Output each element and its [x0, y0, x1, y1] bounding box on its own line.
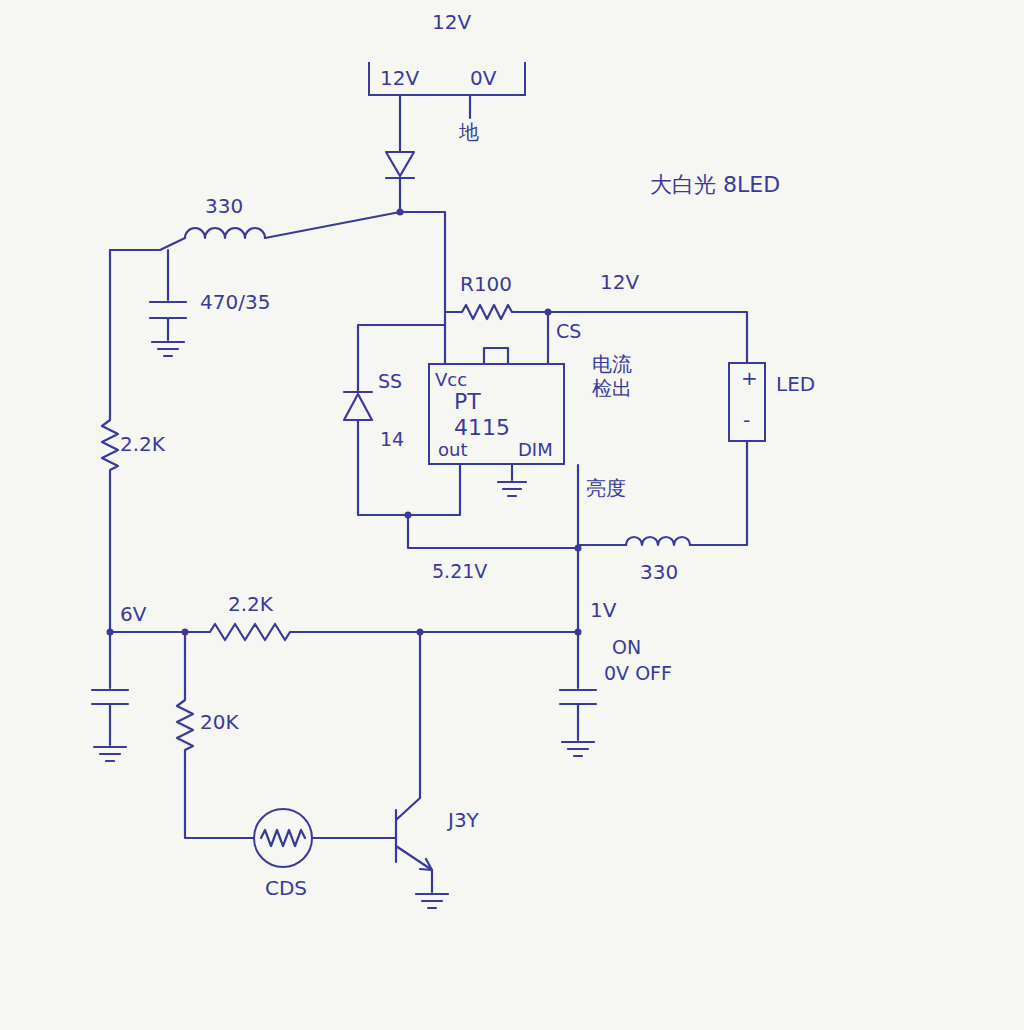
wire	[548, 312, 747, 363]
circuit-label: 2.2K	[120, 432, 165, 456]
wire	[577, 465, 579, 688]
transistor-arrow	[420, 859, 432, 870]
circuit-label: 地	[459, 120, 479, 144]
circuit-label: 5.21V	[432, 560, 487, 583]
diagram-title: 大白光 8LED	[650, 172, 780, 198]
pin-label: Vcc	[435, 369, 467, 391]
connector-box: 12V12V0V	[368, 62, 526, 96]
circuit-label: ON	[612, 636, 641, 659]
diode-symbol	[386, 152, 414, 212]
component-label: LED	[776, 372, 815, 396]
wire	[313, 837, 396, 839]
junction-dot	[417, 629, 424, 636]
photoresistor-zigzag	[261, 830, 305, 846]
wire	[358, 325, 460, 515]
wire	[110, 238, 185, 250]
wire	[265, 212, 400, 238]
capacitor-symbol	[92, 632, 128, 745]
chip-box: VccPT 4115out DIM	[428, 363, 565, 465]
ground-symbol	[562, 742, 594, 756]
ground-symbol	[152, 342, 184, 356]
inductor-symbol	[626, 537, 690, 545]
circuit-label: 0V OFF	[604, 662, 672, 685]
diode-symbol	[344, 392, 372, 420]
inductor-symbol	[185, 228, 265, 238]
circuit-label: 470/35	[200, 290, 270, 314]
wire	[408, 515, 578, 548]
wire	[469, 96, 471, 118]
resistor-symbol	[177, 632, 253, 838]
wire	[578, 544, 626, 546]
wire	[400, 212, 445, 363]
circuit-label: 2.2K	[228, 592, 273, 616]
resistor-symbol	[102, 250, 118, 632]
junction-dot	[182, 629, 189, 636]
transistor-symbol	[396, 632, 432, 892]
capacitor-symbol	[150, 250, 186, 340]
junction-dot	[405, 512, 412, 519]
wire	[511, 465, 513, 480]
wire	[399, 96, 401, 152]
chip-name: PT 4115	[454, 389, 514, 442]
wire	[690, 442, 747, 545]
circuit-label: 1V	[590, 598, 616, 622]
resistor-symbol	[110, 624, 578, 640]
circuit-label: 6V	[120, 602, 146, 626]
pin-label: DIM	[518, 439, 553, 461]
junction-dot	[397, 209, 404, 216]
polarity-mark: +	[741, 366, 758, 390]
circuit-label: 20K	[200, 710, 239, 734]
capacitor-symbol	[560, 690, 596, 740]
terminal-label: 12V	[380, 66, 419, 90]
resistor-symbol	[445, 305, 548, 319]
circuit-label: 330	[640, 560, 678, 584]
pin-label: out	[438, 439, 467, 461]
terminal-label: 0V	[470, 66, 496, 90]
junction-dot	[575, 629, 582, 636]
circuit-label: 亮度	[586, 476, 626, 500]
polarity-mark: -	[743, 408, 750, 432]
junction-dot	[545, 309, 552, 316]
chip-notch	[484, 348, 508, 363]
junction-dot	[575, 545, 582, 552]
ground-symbol	[498, 482, 526, 496]
circuit-label: 14	[380, 428, 404, 451]
ground-symbol	[94, 747, 126, 761]
photoresistor-circle: CDS	[253, 808, 313, 868]
supply-label: 12V	[432, 10, 471, 34]
component-label: CDS	[265, 876, 307, 900]
circuit-label: R100	[460, 272, 512, 296]
ground-symbol	[416, 894, 448, 908]
circuit-label: 12V	[600, 270, 639, 294]
circuit-label: SS	[378, 370, 402, 393]
led-box: LED+-	[728, 362, 766, 442]
circuit-label: CS	[556, 320, 581, 343]
circuit-label: 电流 检出	[592, 352, 638, 400]
junction-dot	[107, 629, 114, 636]
circuit-label: 330	[205, 194, 243, 218]
circuit-label: J3Y	[448, 808, 479, 832]
